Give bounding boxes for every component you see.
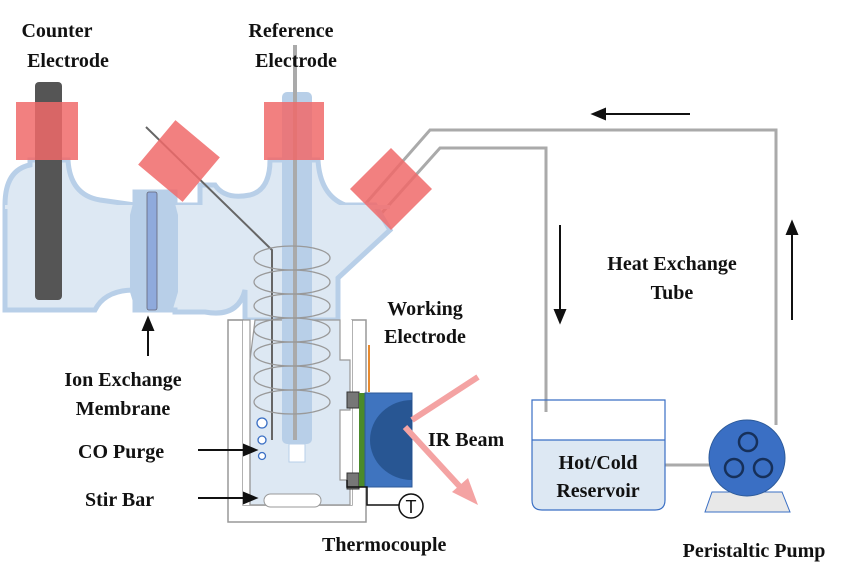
thermocouple-label: Thermocouple bbox=[322, 534, 447, 556]
thermocouple-symbol bbox=[398, 493, 424, 519]
hot-cold-reservoir bbox=[531, 399, 666, 511]
reference-cap bbox=[264, 102, 324, 160]
thermocouple-symbol-text: T bbox=[406, 497, 417, 517]
reservoir-label-line1: Hot/Cold bbox=[559, 452, 638, 474]
ion-exchange-membrane bbox=[146, 191, 158, 311]
flow-arrows bbox=[141, 107, 799, 505]
heat-exchange-tube-label-line1: Heat Exchange bbox=[607, 253, 737, 275]
reference-electrode-label-line2: Electrode bbox=[255, 50, 337, 72]
stir-bar bbox=[263, 493, 322, 508]
counter-electrode-label-line2: Electrode bbox=[27, 50, 109, 72]
heat-exchange-tube-label-line2: Tube bbox=[651, 282, 694, 304]
membrane-label-line1: Ion Exchange bbox=[64, 369, 181, 391]
working-electrode-film bbox=[359, 393, 365, 487]
thermocouple-wire bbox=[346, 480, 399, 506]
ir-beam-label: IR Beam bbox=[428, 429, 504, 451]
stir-bar-label: Stir Bar bbox=[85, 489, 154, 511]
ir-beam-arrowhead bbox=[452, 478, 478, 505]
working-electrode-label-line2: Electrode bbox=[384, 326, 466, 348]
reservoir-label-line2: Reservoir bbox=[556, 480, 639, 502]
purge-cap bbox=[138, 120, 220, 202]
counter-electrode-label-line1: Counter bbox=[21, 20, 92, 42]
hemispherical-window bbox=[370, 400, 412, 480]
reference-tip bbox=[288, 443, 306, 463]
ir-beam bbox=[402, 374, 480, 492]
reference-electrode-label-line1: Reference bbox=[248, 20, 333, 42]
working-electrode-label-line1: Working bbox=[387, 298, 463, 320]
o-ring-top bbox=[346, 391, 360, 409]
counter-cap bbox=[16, 102, 78, 160]
co-purge-label: CO Purge bbox=[78, 441, 164, 463]
peristaltic-pump-label: Peristaltic Pump bbox=[683, 540, 826, 562]
membrane-label-line2: Membrane bbox=[76, 398, 171, 420]
reference-electrode-wire bbox=[293, 45, 297, 440]
co-bubbles bbox=[256, 417, 268, 461]
peristaltic-pump bbox=[704, 419, 791, 513]
heat-exchange-coil bbox=[253, 245, 331, 415]
